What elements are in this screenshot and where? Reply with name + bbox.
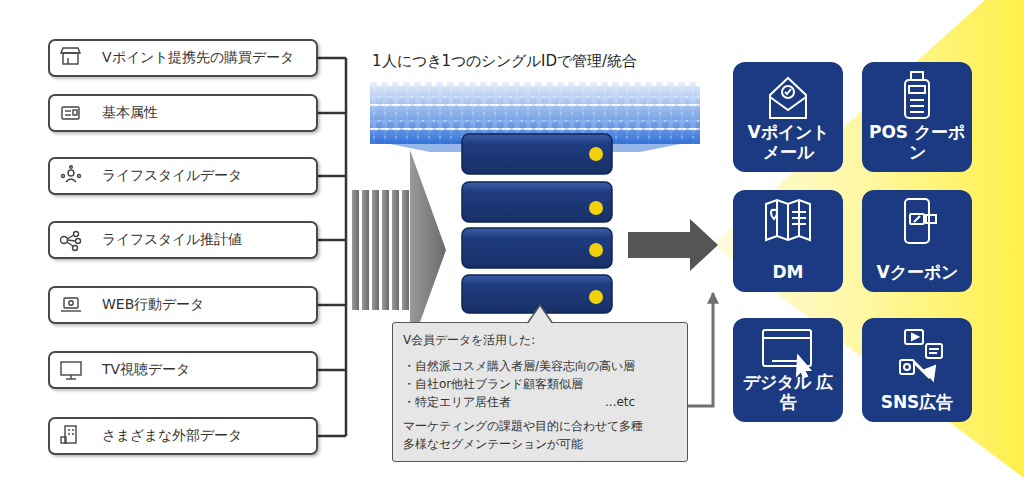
- brochure-icon: [766, 200, 810, 240]
- pos-terminal-icon: [905, 72, 929, 118]
- channel-box: DM: [733, 190, 843, 292]
- box-label: Vクーポン: [867, 262, 967, 282]
- output-icons: [763, 72, 942, 380]
- data-source-box: Vポイント提携先の購買データ: [48, 39, 318, 77]
- callout-pointer-outline: [528, 305, 552, 323]
- store-icon: [61, 48, 80, 64]
- channel-box: SNS広告: [862, 318, 972, 422]
- box-label: DM: [738, 262, 838, 282]
- box-label: Vポイント メール: [738, 122, 838, 162]
- building-icon: [61, 426, 76, 443]
- callout-text: マーケティングの課題や目的に合わせて多種 多様なセグメンテーションが可能: [403, 417, 651, 453]
- box-label: 基本属性: [102, 104, 158, 122]
- callout-pointer: [528, 305, 552, 324]
- ads-browser-icon: [763, 330, 811, 377]
- segment-callout: V会員データを活用した: ・自然派コスメ購入者層/美容志向の高い層・自社or他社ブ…: [392, 322, 688, 462]
- database-stack: [462, 134, 612, 313]
- box-label: Vポイント提携先の購買データ: [102, 49, 294, 67]
- callout-text: ...etc: [605, 393, 675, 411]
- box-label: ライフスタイルデータ: [102, 167, 242, 185]
- box-label: デジタル 広告: [738, 372, 838, 412]
- mail-icon: [770, 78, 806, 118]
- output-arrow: [628, 219, 718, 271]
- box-label: ライフスタイル推計値: [102, 231, 242, 249]
- data-source-box: 基本属性: [48, 94, 318, 132]
- box-label: TV視聴データ: [102, 361, 190, 379]
- channel-box: Vポイント メール: [733, 62, 843, 172]
- callout-text: ・自社or他社ブランド顧客類似層: [403, 375, 679, 393]
- box-label: POS クーポン: [867, 122, 967, 162]
- data-source-box: TV視聴データ: [48, 351, 318, 389]
- sns-icon: [900, 330, 942, 380]
- card-icon: [62, 107, 79, 119]
- channel-box: デジタル 広告: [733, 318, 843, 422]
- light-beam: [712, 0, 1024, 478]
- data-source-box: さまざまな外部データ: [48, 417, 318, 455]
- tv-icon: [61, 362, 81, 379]
- input-arrow: [352, 150, 446, 350]
- data-source-box: ライフスタイルデータ: [48, 157, 318, 195]
- laptop-icon: [61, 298, 81, 311]
- callout-text: V会員データを活用した:: [403, 331, 679, 349]
- connector-arrow: [688, 293, 713, 406]
- input-bracket: [318, 58, 346, 436]
- callout-text: ・自然派コスメ購入者層/美容志向の高い層: [403, 357, 679, 375]
- channel-box: Vクーポン: [862, 190, 972, 292]
- data-source-box: ライフスタイル推計値: [48, 221, 318, 259]
- box-label: さまざまな外部データ: [102, 427, 242, 445]
- data-source-box: WEB行動データ: [48, 286, 318, 324]
- channel-box: POS クーポン: [862, 62, 972, 172]
- input-icons: [61, 48, 82, 443]
- heading-label: 1人につき1つのシングルIDで管理/統合: [372, 52, 637, 71]
- box-label: SNS広告: [867, 392, 967, 412]
- box-label: WEB行動データ: [102, 296, 204, 314]
- network-icon: [61, 232, 81, 251]
- callout-text: ・特定エリア居住者: [403, 393, 593, 411]
- lifestyle-icon: [62, 166, 81, 182]
- phone-coupon-icon: [905, 199, 936, 243]
